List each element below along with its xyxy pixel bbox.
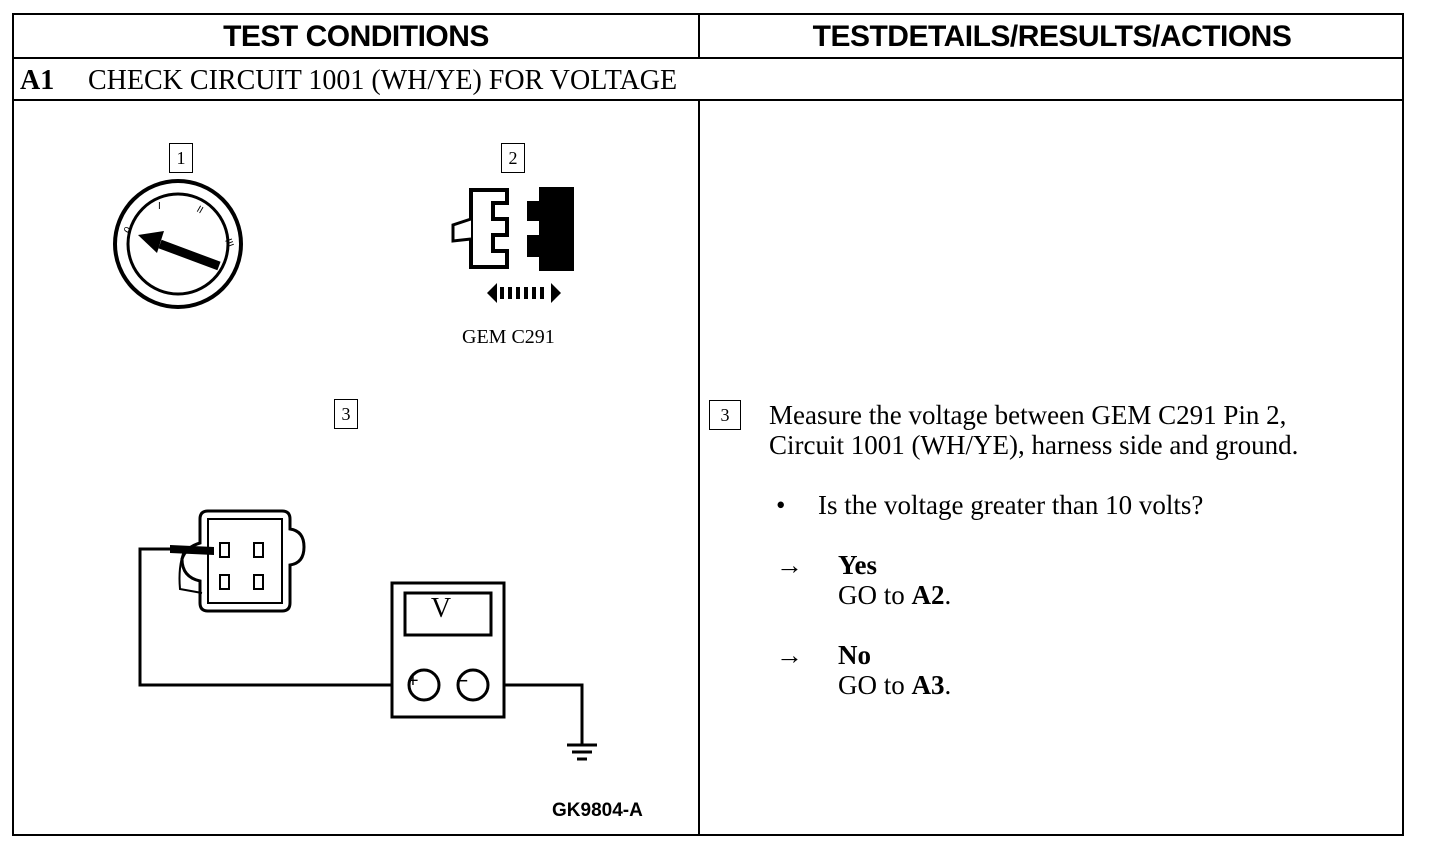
meter-plus-terminal: + bbox=[407, 670, 419, 692]
step-divider bbox=[14, 99, 1402, 101]
connector-label: GEM C291 bbox=[462, 326, 555, 348]
no-action-prefix: GO to bbox=[838, 670, 905, 700]
step-id: A1 bbox=[20, 65, 55, 96]
header-test-conditions: TEST CONDITIONS bbox=[223, 20, 489, 53]
details-callout-3: 3 bbox=[709, 400, 741, 430]
no-action-period: . bbox=[944, 670, 952, 700]
meter-display-label: V bbox=[430, 593, 452, 624]
svg-text:I: I bbox=[158, 201, 161, 212]
yes-action: GO to A2. bbox=[838, 580, 951, 610]
yes-action-prefix: GO to bbox=[838, 580, 905, 610]
yes-action-target: A2 bbox=[911, 580, 945, 610]
step-row: A1 CHECK CIRCUIT 1001 (WH/YE) FOR VOLTAG… bbox=[20, 61, 677, 101]
voltmeter-circuit-diagram bbox=[138, 509, 597, 761]
svg-text:0: 0 bbox=[122, 225, 135, 236]
yes-label: Yes bbox=[838, 550, 877, 580]
no-label: No bbox=[838, 640, 871, 670]
meter-minus-terminal: − bbox=[455, 668, 469, 693]
svg-text:II: II bbox=[195, 204, 205, 216]
step-title: CHECK CIRCUIT 1001 (WH/YE) FOR VOLTAGE bbox=[88, 65, 678, 96]
header-divider bbox=[14, 57, 1402, 59]
header-test-details: TESTDETAILS/RESULTS/ACTIONS bbox=[812, 20, 1292, 53]
ignition-switch-icon: 0 I II III bbox=[113, 179, 243, 309]
callout-3: 3 bbox=[334, 399, 358, 429]
test-procedure-table: TEST CONDITIONS TESTDETAILS/RESULTS/ACTI… bbox=[12, 13, 1404, 836]
bullet: • bbox=[776, 490, 786, 520]
no-action-target: A3 bbox=[911, 670, 945, 700]
connector-disconnect-icon bbox=[451, 187, 574, 303]
figure-id: GK9804-A bbox=[552, 800, 643, 821]
body-column-divider bbox=[698, 101, 700, 836]
header-column-divider bbox=[698, 15, 700, 59]
no-action: GO to A3. bbox=[838, 670, 951, 700]
callout-2: 2 bbox=[501, 143, 525, 173]
yes-action-period: . bbox=[944, 580, 952, 610]
callout-1: 1 bbox=[169, 143, 193, 173]
svg-text:III: III bbox=[222, 237, 235, 249]
instruction-line-2: Circuit 1001 (WH/YE), harness side and g… bbox=[769, 430, 1299, 460]
no-arrow: → bbox=[776, 640, 803, 670]
question: Is the voltage greater than 10 volts? bbox=[818, 490, 1204, 520]
yes-arrow: → bbox=[776, 550, 803, 580]
instruction-line-1: Measure the voltage between GEM C291 Pin… bbox=[769, 400, 1287, 430]
